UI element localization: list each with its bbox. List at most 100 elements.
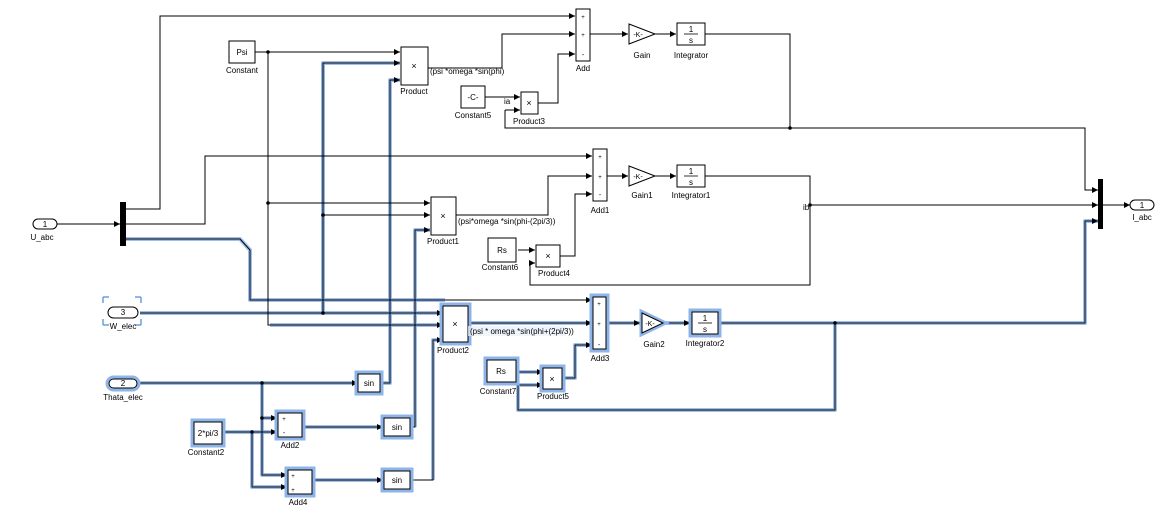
svg-text:+: +	[581, 15, 585, 21]
block-text: -K-	[645, 321, 655, 328]
inport-label: W_elec	[110, 322, 137, 331]
block-text: Psi	[236, 48, 247, 57]
svg-text:1: 1	[689, 167, 694, 176]
block-label: Product5	[537, 392, 570, 401]
constant5-block[interactable]: -C- Constant5	[455, 85, 492, 120]
block-label: Add3	[591, 354, 610, 363]
inport-theta-elec[interactable]: 2 Thata_elec	[103, 375, 143, 402]
add4-block[interactable]: + + Add4	[284, 466, 316, 507]
block-label: Integrator	[674, 51, 709, 60]
multiply-icon: ×	[545, 251, 550, 261]
constant2-block[interactable]: 2*pi/3 Constant2	[188, 418, 226, 457]
add-block[interactable]: + + - Add	[575, 8, 591, 73]
product2-block[interactable]: × Product2	[437, 302, 472, 355]
highlighted-signals	[125, 61, 1098, 489]
gain-block[interactable]: -K- Gain	[628, 23, 657, 60]
product4-block[interactable]: × Product4	[535, 244, 571, 278]
block-text: -K-	[633, 32, 643, 39]
gain1-block[interactable]: -K- Gain1	[628, 165, 657, 200]
inport-label: Thata_elec	[103, 393, 143, 402]
outport-i-abc[interactable]: 1 I_abc	[1129, 199, 1155, 222]
product3-block[interactable]: × Product3	[513, 91, 546, 126]
signal-label-ib: ib	[803, 203, 810, 212]
multiply-icon: ×	[549, 374, 554, 384]
add3-block[interactable]: + + - Add3	[589, 293, 610, 363]
inport-number: 1	[43, 220, 48, 229]
signal-label-ia: ia	[504, 97, 511, 106]
block-label: Constant7	[480, 387, 517, 396]
multiply-icon: ×	[440, 211, 445, 221]
block-label: Product	[400, 87, 428, 96]
integrator-block[interactable]: 1 s Integrator	[674, 22, 709, 60]
mux-block[interactable]	[1098, 179, 1103, 229]
add2-block[interactable]: + - Add2	[274, 409, 306, 450]
sin3-block[interactable]: sin	[380, 467, 414, 493]
signal-label-s3: (psi * omega *sin(phi+(2pi/3))	[470, 327, 574, 336]
svg-text:+: +	[291, 488, 295, 494]
svg-text:s: s	[689, 178, 693, 187]
block-label: Add1	[591, 206, 610, 215]
add1-block[interactable]: + + - Add1	[591, 148, 610, 215]
constant6-block[interactable]: Rs Constant6	[482, 237, 519, 272]
demux-block[interactable]	[120, 202, 126, 246]
svg-text:+: +	[597, 302, 601, 308]
svg-text:+: +	[291, 474, 295, 480]
block-text: sin	[392, 423, 402, 432]
block-text: Rs	[496, 367, 506, 376]
block-label: Gain2	[643, 340, 665, 349]
svg-text:-: -	[599, 192, 602, 199]
block-label: Product4	[538, 269, 571, 278]
product-block[interactable]: × Product	[400, 46, 429, 96]
svg-text:+: +	[597, 322, 601, 328]
integrator1-block[interactable]: 1 s Integrator1	[672, 164, 711, 200]
block-label: Add4	[289, 498, 308, 507]
sin2-block[interactable]: sin	[380, 414, 414, 440]
svg-text:-: -	[598, 342, 601, 349]
block-label: Gain	[634, 51, 651, 60]
gain2-block[interactable]: -K- Gain2	[639, 308, 670, 349]
svg-text:s: s	[689, 36, 693, 45]
product1-block[interactable]: × Product1	[427, 196, 460, 246]
svg-text:-: -	[283, 430, 286, 437]
block-label: Gain1	[631, 191, 653, 200]
block-label: Product3	[513, 117, 546, 126]
svg-text:s: s	[703, 325, 707, 334]
constant-psi-block[interactable]: Psi Constant	[226, 40, 259, 75]
block-text: sin	[392, 476, 402, 485]
block-text: sin	[364, 379, 374, 388]
arrowheads	[114, 13, 1130, 490]
block-label: Constant2	[188, 448, 225, 457]
block-text: -C-	[467, 93, 478, 102]
inport-label: U_abc	[30, 233, 53, 242]
inport-w-elec[interactable]: 3 W_elec	[102, 296, 142, 331]
outport-number: 1	[1140, 201, 1145, 210]
block-label: Add	[576, 64, 590, 73]
signal-lines	[57, 15, 1130, 488]
svg-text:+: +	[598, 175, 602, 181]
block-label: Add2	[281, 441, 300, 450]
multiply-icon: ×	[452, 319, 457, 329]
multiply-icon: ×	[411, 61, 416, 71]
signal-label-s1: (psi *omega *sin(phi)	[430, 67, 505, 76]
block-label: Product1	[427, 237, 460, 246]
inport-number: 3	[121, 308, 126, 317]
junction-dots	[250, 50, 837, 434]
svg-text:1: 1	[689, 25, 694, 34]
svg-text:1: 1	[703, 314, 708, 323]
block-label: Product2	[437, 346, 470, 355]
inport-number: 2	[121, 379, 126, 388]
multiply-icon: ×	[526, 98, 531, 108]
sin1-block[interactable]: sin	[354, 370, 384, 396]
integrator2-block[interactable]: 1 s Integrator2	[686, 308, 725, 348]
constant7-block[interactable]: Rs Constant7	[480, 356, 520, 396]
inport-u-abc[interactable]: 1 U_abc	[30, 218, 58, 242]
signal-label-s2: (psi*omega *sin(phi-(2pi/3))	[458, 217, 556, 226]
svg-text:+: +	[581, 33, 585, 39]
block-label: Integrator1	[672, 191, 711, 200]
svg-text:-: -	[582, 52, 585, 59]
svg-text:+: +	[282, 417, 286, 423]
outport-label: I_abc	[1132, 213, 1152, 222]
block-text: -K-	[633, 174, 643, 181]
product5-block[interactable]: × Product5	[537, 364, 570, 401]
